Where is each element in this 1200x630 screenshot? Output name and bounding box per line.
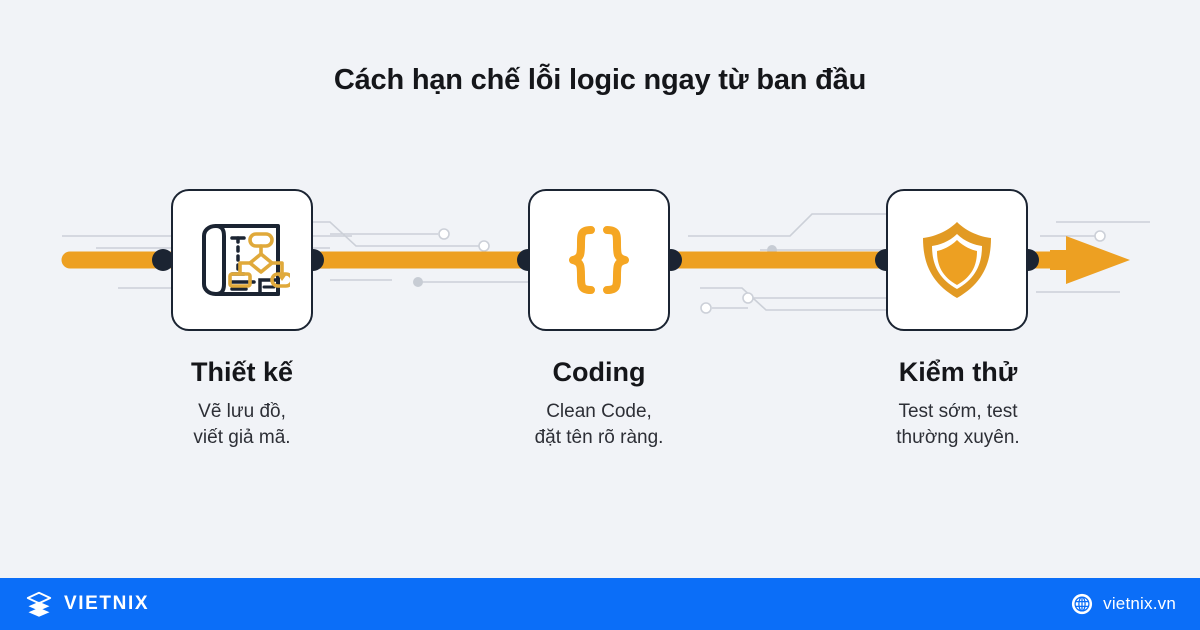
step-title-design: Thiết kế: [190, 357, 294, 387]
step-card-coding[interactable]: [528, 189, 670, 331]
step-title-testing: Kiểm thử: [898, 357, 1018, 387]
site-url-link[interactable]: vietnix.vn: [1071, 593, 1176, 615]
blueprint-flowchart-icon: [202, 224, 290, 296]
globe-icon: [1072, 593, 1093, 615]
step-desc-design: Vẽ lưu đồ, viết giả mã.: [92, 399, 392, 450]
step-caption-testing: Kiểm thử Test sớm, test thường xuyên.: [808, 355, 1108, 450]
step-desc-testing-line2: thường xuyên.: [896, 426, 1020, 448]
brand-logo[interactable]: VIETNIX: [24, 589, 149, 619]
step-desc-testing-line1: Test sớm, test: [898, 401, 1018, 423]
step-card-design[interactable]: [171, 189, 313, 331]
step-desc-coding: Clean Code, đặt tên rõ ràng.: [449, 399, 749, 450]
footer-bar: VIETNIX vietnix.vn: [0, 578, 1200, 630]
curly-braces-icon: [569, 226, 629, 294]
shield-icon: [923, 222, 991, 298]
step-title-coding: Coding: [552, 357, 646, 387]
site-url-text: vietnix.vn: [1103, 594, 1176, 613]
step-desc-coding-line1: Clean Code,: [546, 401, 652, 423]
flow-arrow-head: [1050, 236, 1130, 284]
step-desc-testing: Test sớm, test thường xuyên.: [808, 399, 1108, 450]
step-desc-design-line2: viết giả mã.: [193, 426, 291, 448]
step-caption-coding: Coding Clean Code, đặt tên rõ ràng.: [449, 355, 749, 450]
page-title: Cách hạn chế lỗi logic ngay từ ban đầu: [333, 64, 867, 96]
step-desc-design-line1: Vẽ lưu đồ,: [198, 401, 286, 423]
process-flow-diagram: Thiết kế Vẽ lưu đồ, viết giả mã. Coding …: [0, 150, 1200, 490]
step-card-testing[interactable]: [886, 189, 1028, 331]
step-desc-coding-line2: đặt tên rõ ràng.: [534, 426, 664, 448]
step-caption-design: Thiết kế Vẽ lưu đồ, viết giả mã.: [92, 355, 392, 450]
brand-name: VIETNIX: [64, 593, 150, 614]
stacked-layers-logo-icon: [26, 591, 52, 617]
